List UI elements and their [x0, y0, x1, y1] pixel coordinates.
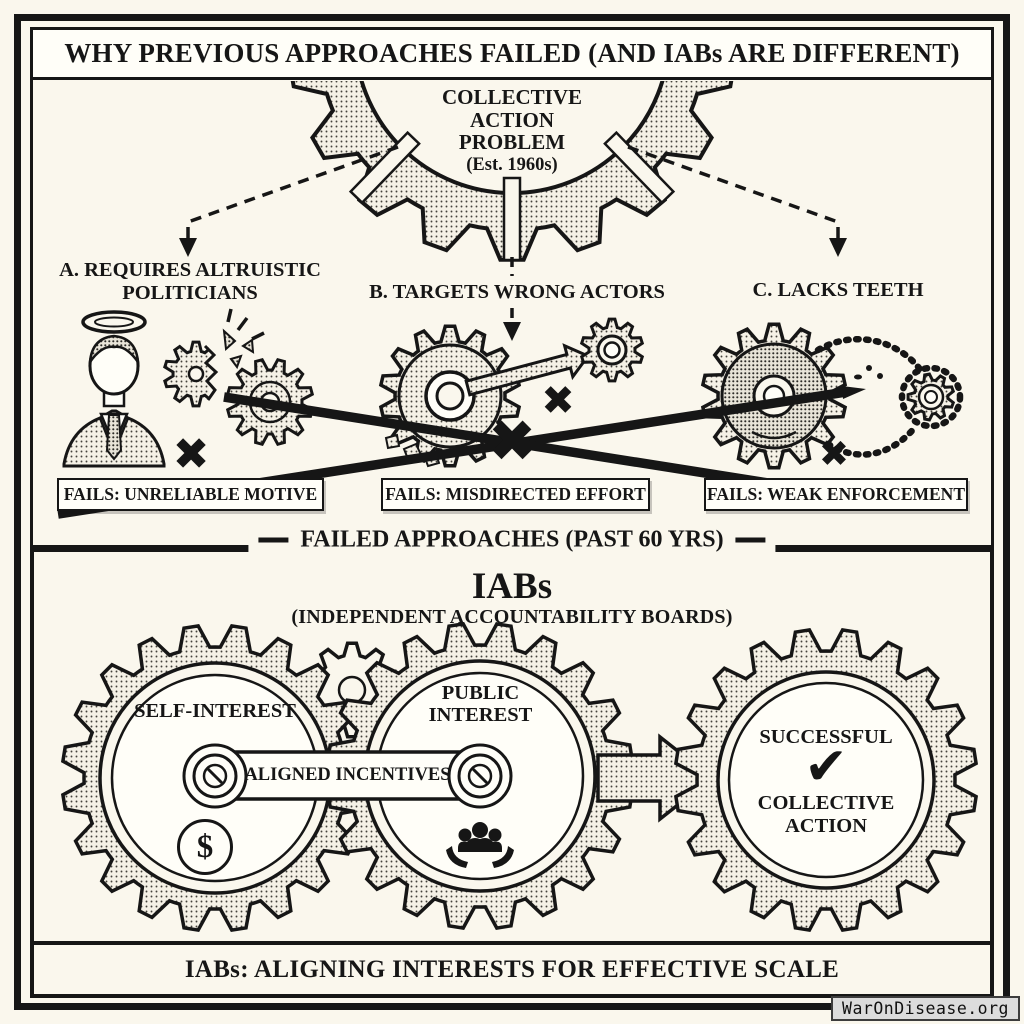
cross-mark-icon: ✖ [541, 378, 575, 424]
dollar-icon: $ [177, 819, 233, 875]
branch-c-fail-label: FAILS: WEAK ENFORCEMENT [704, 478, 968, 511]
branch-b-fail-label: FAILS: MISDIRECTED EFFORT [381, 478, 650, 511]
title-bar: WHY PREVIOUS APPROACHES FAILED (AND IABs… [30, 27, 994, 80]
cross-mark-icon: ✖ [487, 407, 537, 475]
collective-line-2: ACTION [784, 814, 867, 837]
branch-a-heading: A. REQUIRES ALTRUISTIC POLITICIANS [59, 259, 321, 304]
check-icon: ✔ [804, 737, 848, 797]
problem-gear-label: COLLECTIVE ACTION PROBLEM (Est. 1960s) [392, 86, 632, 176]
problem-line-3: PROBLEM [458, 130, 566, 154]
branch-b-heading: B. TARGETS WRONG ACTORS [369, 281, 665, 303]
public-interest-label: PUBLIC INTEREST [398, 682, 563, 726]
cross-mark-icon: ✖ [818, 434, 850, 475]
collective-action-label: COLLECTIVE ACTION [726, 792, 926, 837]
outer-frame [14, 14, 1010, 1010]
iab-caption: IABs: ALIGNING INTERESTS FOR EFFECTIVE S… [34, 941, 990, 994]
branch-c-heading: C. LACKS TEETH [752, 279, 924, 301]
divider-legend: FAILED APPROACHES (PAST 60 YRS) [248, 526, 776, 554]
problem-line-2: ACTION [469, 107, 554, 132]
self-interest-label: SELF-INTEREST [134, 700, 296, 722]
public-line-1: PUBLIC [441, 682, 520, 704]
watermark: WarOnDisease.org [831, 996, 1020, 1021]
aligned-incentives-label: ALIGNED INCENTIVES [244, 765, 451, 785]
iab-panel: IABs: ALIGNING INTERESTS FOR EFFECTIVE S… [30, 548, 994, 998]
iab-title: IABs [471, 566, 553, 607]
iab-subtitle: (INDEPENDENT ACCOUNTABILITY BOARDS) [291, 606, 733, 628]
public-line-2: INTEREST [428, 704, 533, 726]
branch-a-fail-label: FAILS: UNRELIABLE MOTIVE [57, 478, 324, 511]
page-title: WHY PREVIOUS APPROACHES FAILED (AND IABs… [64, 38, 960, 68]
problem-est: (Est. 1960s) [466, 154, 558, 175]
cross-mark-icon: ✖ [172, 429, 210, 480]
problem-line-1: COLLECTIVE [441, 85, 583, 109]
